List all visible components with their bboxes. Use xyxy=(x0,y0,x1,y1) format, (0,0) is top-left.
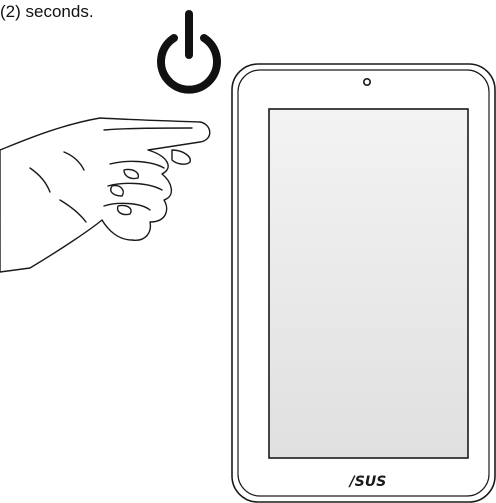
front-camera-icon xyxy=(364,79,370,85)
pointing-hand-icon xyxy=(0,118,210,272)
tablet-device: /SUS xyxy=(232,64,495,502)
power-icon xyxy=(161,14,217,90)
brand-logo: /SUS xyxy=(348,474,387,490)
tablet-screen xyxy=(269,109,468,458)
